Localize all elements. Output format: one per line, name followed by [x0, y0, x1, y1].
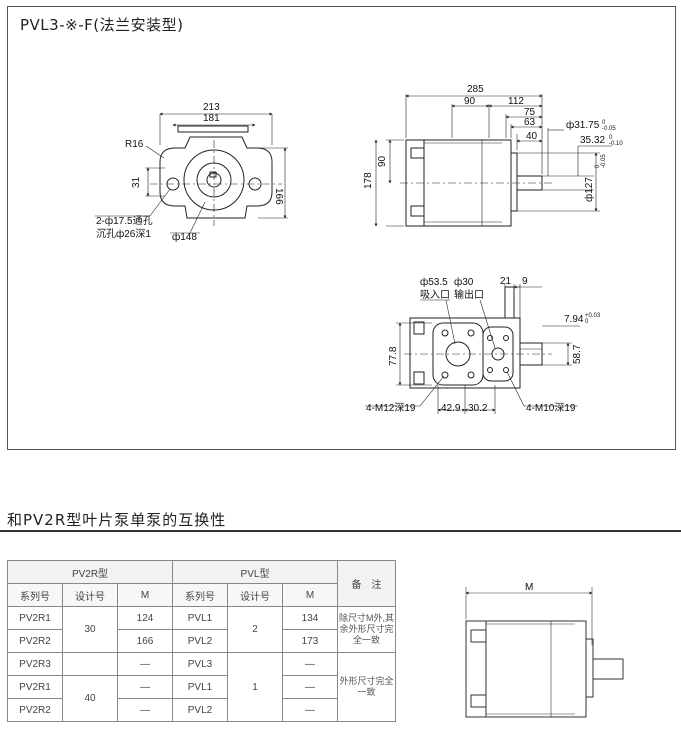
cell [62, 652, 118, 676]
port-view [365, 284, 580, 414]
cell: — [117, 698, 173, 722]
dim-m-label: M [525, 582, 533, 593]
suction-thread-note: 4-M12深19 [366, 402, 416, 414]
front-view-labels: 213 181 R16 31 166 ф148 2-ф17.5通孔 沉孔ф26深… [96, 102, 284, 243]
header-pv2r: PV2R型 [7, 560, 173, 584]
svg-text:0: 0 [602, 120, 606, 126]
dim-302: 30.2 [468, 403, 488, 414]
svg-text:0: 0 [609, 135, 613, 141]
dim-90-h: 90 [464, 96, 476, 107]
dim-31: 31 [131, 176, 142, 188]
dim-40: 40 [526, 131, 538, 142]
dim-178: 178 [363, 172, 374, 189]
dim-778: 77.8 [388, 346, 399, 366]
dim-75: 75 [524, 107, 536, 118]
front-view [95, 112, 288, 234]
svg-text:-0.05: -0.05 [601, 154, 607, 168]
hole-note-2: 沉孔ф26深1 [96, 227, 151, 240]
cell: 173 [282, 629, 338, 653]
header-pvl: PVL型 [172, 560, 338, 584]
cell: PVL1 [172, 675, 228, 699]
cell: PVL1 [172, 606, 228, 630]
dim-3532: 35.32 [580, 135, 605, 146]
svg-text:-0.10: -0.10 [609, 141, 623, 147]
dim-63: 63 [524, 117, 536, 128]
cell: PV2R1 [7, 675, 63, 699]
cell: — [117, 652, 173, 676]
sub-header: M [282, 583, 338, 607]
outlet-diameter: ф30 [454, 276, 474, 288]
suction-port-label: 吸入口 [420, 290, 450, 301]
cell: 166 [117, 629, 173, 653]
svg-text:+0.03: +0.03 [585, 313, 601, 319]
cell: — [282, 698, 338, 722]
dim-166: 166 [273, 188, 284, 205]
section-divider [0, 530, 681, 532]
dim-794: 7.94 [564, 314, 584, 325]
cell: 1 [227, 652, 283, 722]
cell: 134 [282, 606, 338, 630]
cell: — [282, 652, 338, 676]
dim-21: 21 [500, 276, 512, 287]
dim-127: ф127 [583, 177, 595, 202]
table-row: PV2R3 — PVL3 1 — 外形尺寸完全一致 [7, 652, 396, 722]
dim-181: 181 [203, 113, 220, 124]
sub-header: 设计号 [227, 583, 283, 607]
sub-header: 系列号 [172, 583, 228, 607]
header-note: 备 注 [337, 560, 396, 607]
cell: 2 [227, 606, 283, 653]
svg-text:0: 0 [585, 319, 589, 325]
svg-text:0: 0 [595, 164, 601, 168]
outlet-thread-note: 4-M10深19 [526, 402, 576, 414]
cell: PVL2 [172, 629, 228, 653]
dim-3175: ф31.75 [566, 119, 600, 131]
outlet-port-label: 输出口 [454, 288, 484, 301]
dim-587: 58.7 [572, 344, 583, 364]
table-row: PV2R2 — PVL2 — [7, 698, 396, 722]
sub-header: 系列号 [7, 583, 63, 607]
sub-header: M [117, 583, 173, 607]
cell: PV2R2 [7, 629, 63, 653]
cell: — [282, 675, 338, 699]
small-outline-drawing: M [465, 582, 624, 718]
cell: PV2R3 [7, 652, 63, 676]
dim-112: 112 [508, 96, 524, 107]
cell: PV2R1 [7, 606, 63, 630]
cell: 124 [117, 606, 173, 630]
dim-r16: R16 [125, 139, 144, 150]
cell: 40 [62, 675, 118, 722]
table-row: PV2R1 30 124 PVL1 2 134 除尺寸M外,其余外形尺寸完全一致 [7, 606, 396, 653]
cell: PVL3 [172, 652, 228, 676]
drawing-title: PVL3-※-F(法兰安装型) [20, 16, 184, 34]
suction-diameter: ф53.5 [420, 276, 448, 288]
drawing-frame [7, 6, 676, 450]
hole-note-1: 2-ф17.5通孔 [96, 215, 153, 227]
note-cell: 除尺寸M外,其余外形尺寸完全一致 [337, 606, 396, 653]
svg-text:-0.05: -0.05 [602, 126, 616, 132]
dim-285: 285 [467, 84, 484, 95]
sub-header: 设计号 [62, 583, 118, 607]
technical-drawing: 213 181 R16 31 166 ф148 2-ф17.5通孔 沉孔ф26深… [95, 84, 623, 414]
note-cell: 外形尺寸完全一致 [337, 652, 396, 722]
dim-148: ф148 [172, 231, 197, 243]
cell: — [117, 675, 173, 699]
side-view-labels: 285 90 112 75 63 40 90 178 ф31.75 0 -0.0… [363, 84, 623, 202]
interchangeability-table: PV2R型 PVL型 备 注 系列号 设计号 M 系列号 设计号 M PV2R1… [7, 560, 396, 722]
dim-429: 42.9 [441, 403, 461, 414]
table-row: PV2R1 40 — PVL1 — [7, 675, 396, 722]
cell: PV2R2 [7, 698, 63, 722]
dim-90-v: 90 [377, 155, 388, 167]
dim-213: 213 [203, 102, 220, 113]
cell: 30 [62, 606, 118, 653]
side-view [374, 94, 612, 227]
port-view-labels: ф53.5 吸入口 ф30 输出口 21 9 77.8 58.7 7.94 +0… [366, 276, 601, 414]
section-title: 和PV2R型叶片泵单泵的互换性 [7, 511, 227, 529]
dim-9: 9 [522, 276, 528, 287]
cell: PVL2 [172, 698, 228, 722]
